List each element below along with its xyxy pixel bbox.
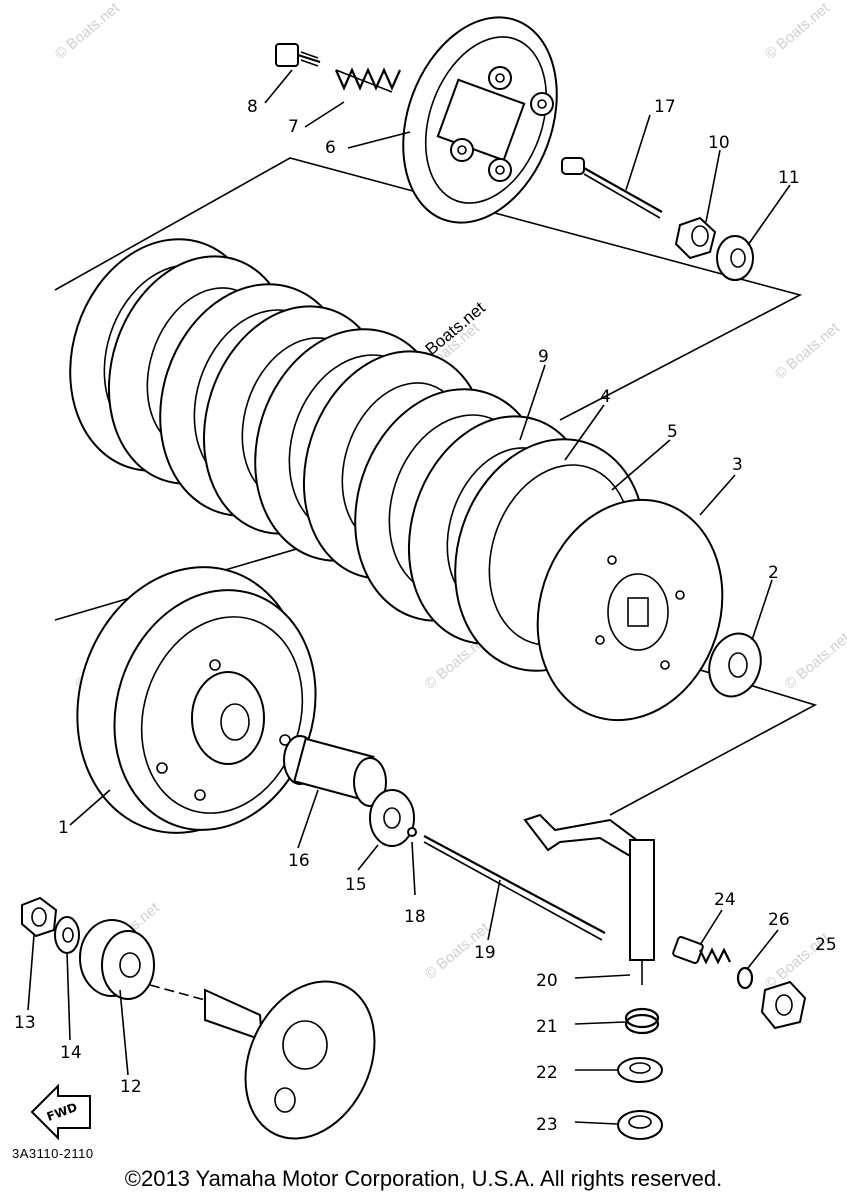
thrust-washer (708, 632, 762, 698)
callout-23: 23 (536, 1115, 558, 1135)
o-ring (736, 966, 754, 990)
callout-8: 8 (247, 97, 258, 117)
nut-13 (21, 896, 58, 938)
callout-26: 26 (768, 910, 790, 930)
clutch-bolt (275, 43, 321, 67)
hex-nut (760, 980, 807, 1030)
callout-11: 11 (778, 168, 800, 188)
lock-washer (716, 235, 754, 281)
callout-10: 10 (708, 133, 730, 153)
callout-15: 15 (345, 875, 367, 895)
drawing-code: 3A3110-2110 (12, 1146, 94, 1161)
watermark: © Boats.net (762, 0, 834, 63)
adjusting-screw (672, 936, 731, 965)
forward-arrow-icon: FWD (30, 1083, 91, 1141)
clutch-boss (536, 498, 724, 722)
callout-2: 2 (768, 563, 779, 583)
callout-19: 19 (474, 943, 496, 963)
callout-24: 24 (714, 890, 736, 910)
callout-21: 21 (536, 1017, 558, 1037)
callout-20: 20 (536, 971, 558, 991)
watermark: © Boats.net (772, 319, 844, 383)
watermark: © Boats.net (782, 629, 847, 693)
leader-lines (27, 69, 791, 1125)
callout-12: 12 (120, 1077, 142, 1097)
drive-gear (79, 919, 155, 1000)
callout-25: 25 (815, 935, 837, 955)
collar (283, 735, 387, 807)
callout-4: 4 (600, 387, 611, 407)
callout-22: 22 (536, 1063, 558, 1083)
push-rod (561, 157, 663, 219)
callout-6: 6 (325, 138, 336, 158)
steel-ball (407, 827, 417, 837)
clutch-spring (334, 67, 402, 93)
callout-3: 3 (732, 455, 743, 475)
callout-17: 17 (654, 97, 676, 117)
callout-numbers: 1 2 3 4 5 6 7 8 9 10 11 12 13 14 15 16 1… (14, 97, 837, 1135)
push-lever-axle (523, 813, 655, 985)
lock-nut (674, 216, 717, 260)
watermark: © Boats.net (52, 0, 124, 63)
callout-14: 14 (60, 1043, 82, 1063)
oil-seal (617, 1057, 663, 1083)
callout-18: 18 (404, 907, 426, 927)
torsion-spring (624, 1007, 660, 1035)
crankshaft-flywheel (149, 980, 376, 1140)
collar-washer (369, 789, 415, 847)
callout-16: 16 (288, 851, 310, 871)
callout-1: 1 (58, 818, 69, 838)
clutch-housing (76, 566, 317, 834)
washer-14 (54, 916, 80, 954)
callout-13: 13 (14, 1013, 36, 1033)
push-rod-long (423, 835, 606, 941)
pressure-plate (402, 16, 558, 224)
bearing (617, 1110, 663, 1140)
callout-9: 9 (538, 347, 549, 367)
copyright-notice: ©2013 Yamaha Motor Corporation, U.S.A. A… (124, 1166, 723, 1191)
callout-5: 5 (667, 422, 678, 442)
callout-7: 7 (288, 117, 299, 137)
